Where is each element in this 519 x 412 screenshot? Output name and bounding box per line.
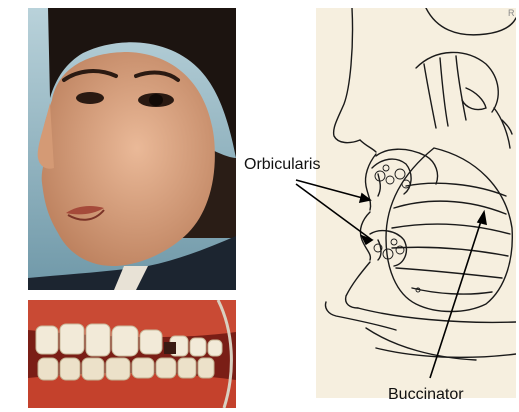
corner-mark: R [508, 8, 515, 18]
face-profile-photo [28, 8, 236, 290]
facial-muscle-drawing [316, 8, 516, 398]
dental-occlusion-photo [28, 300, 236, 408]
orbicularis-label: Orbicularis [244, 156, 320, 174]
buccinator-label: Buccinator [388, 386, 464, 404]
